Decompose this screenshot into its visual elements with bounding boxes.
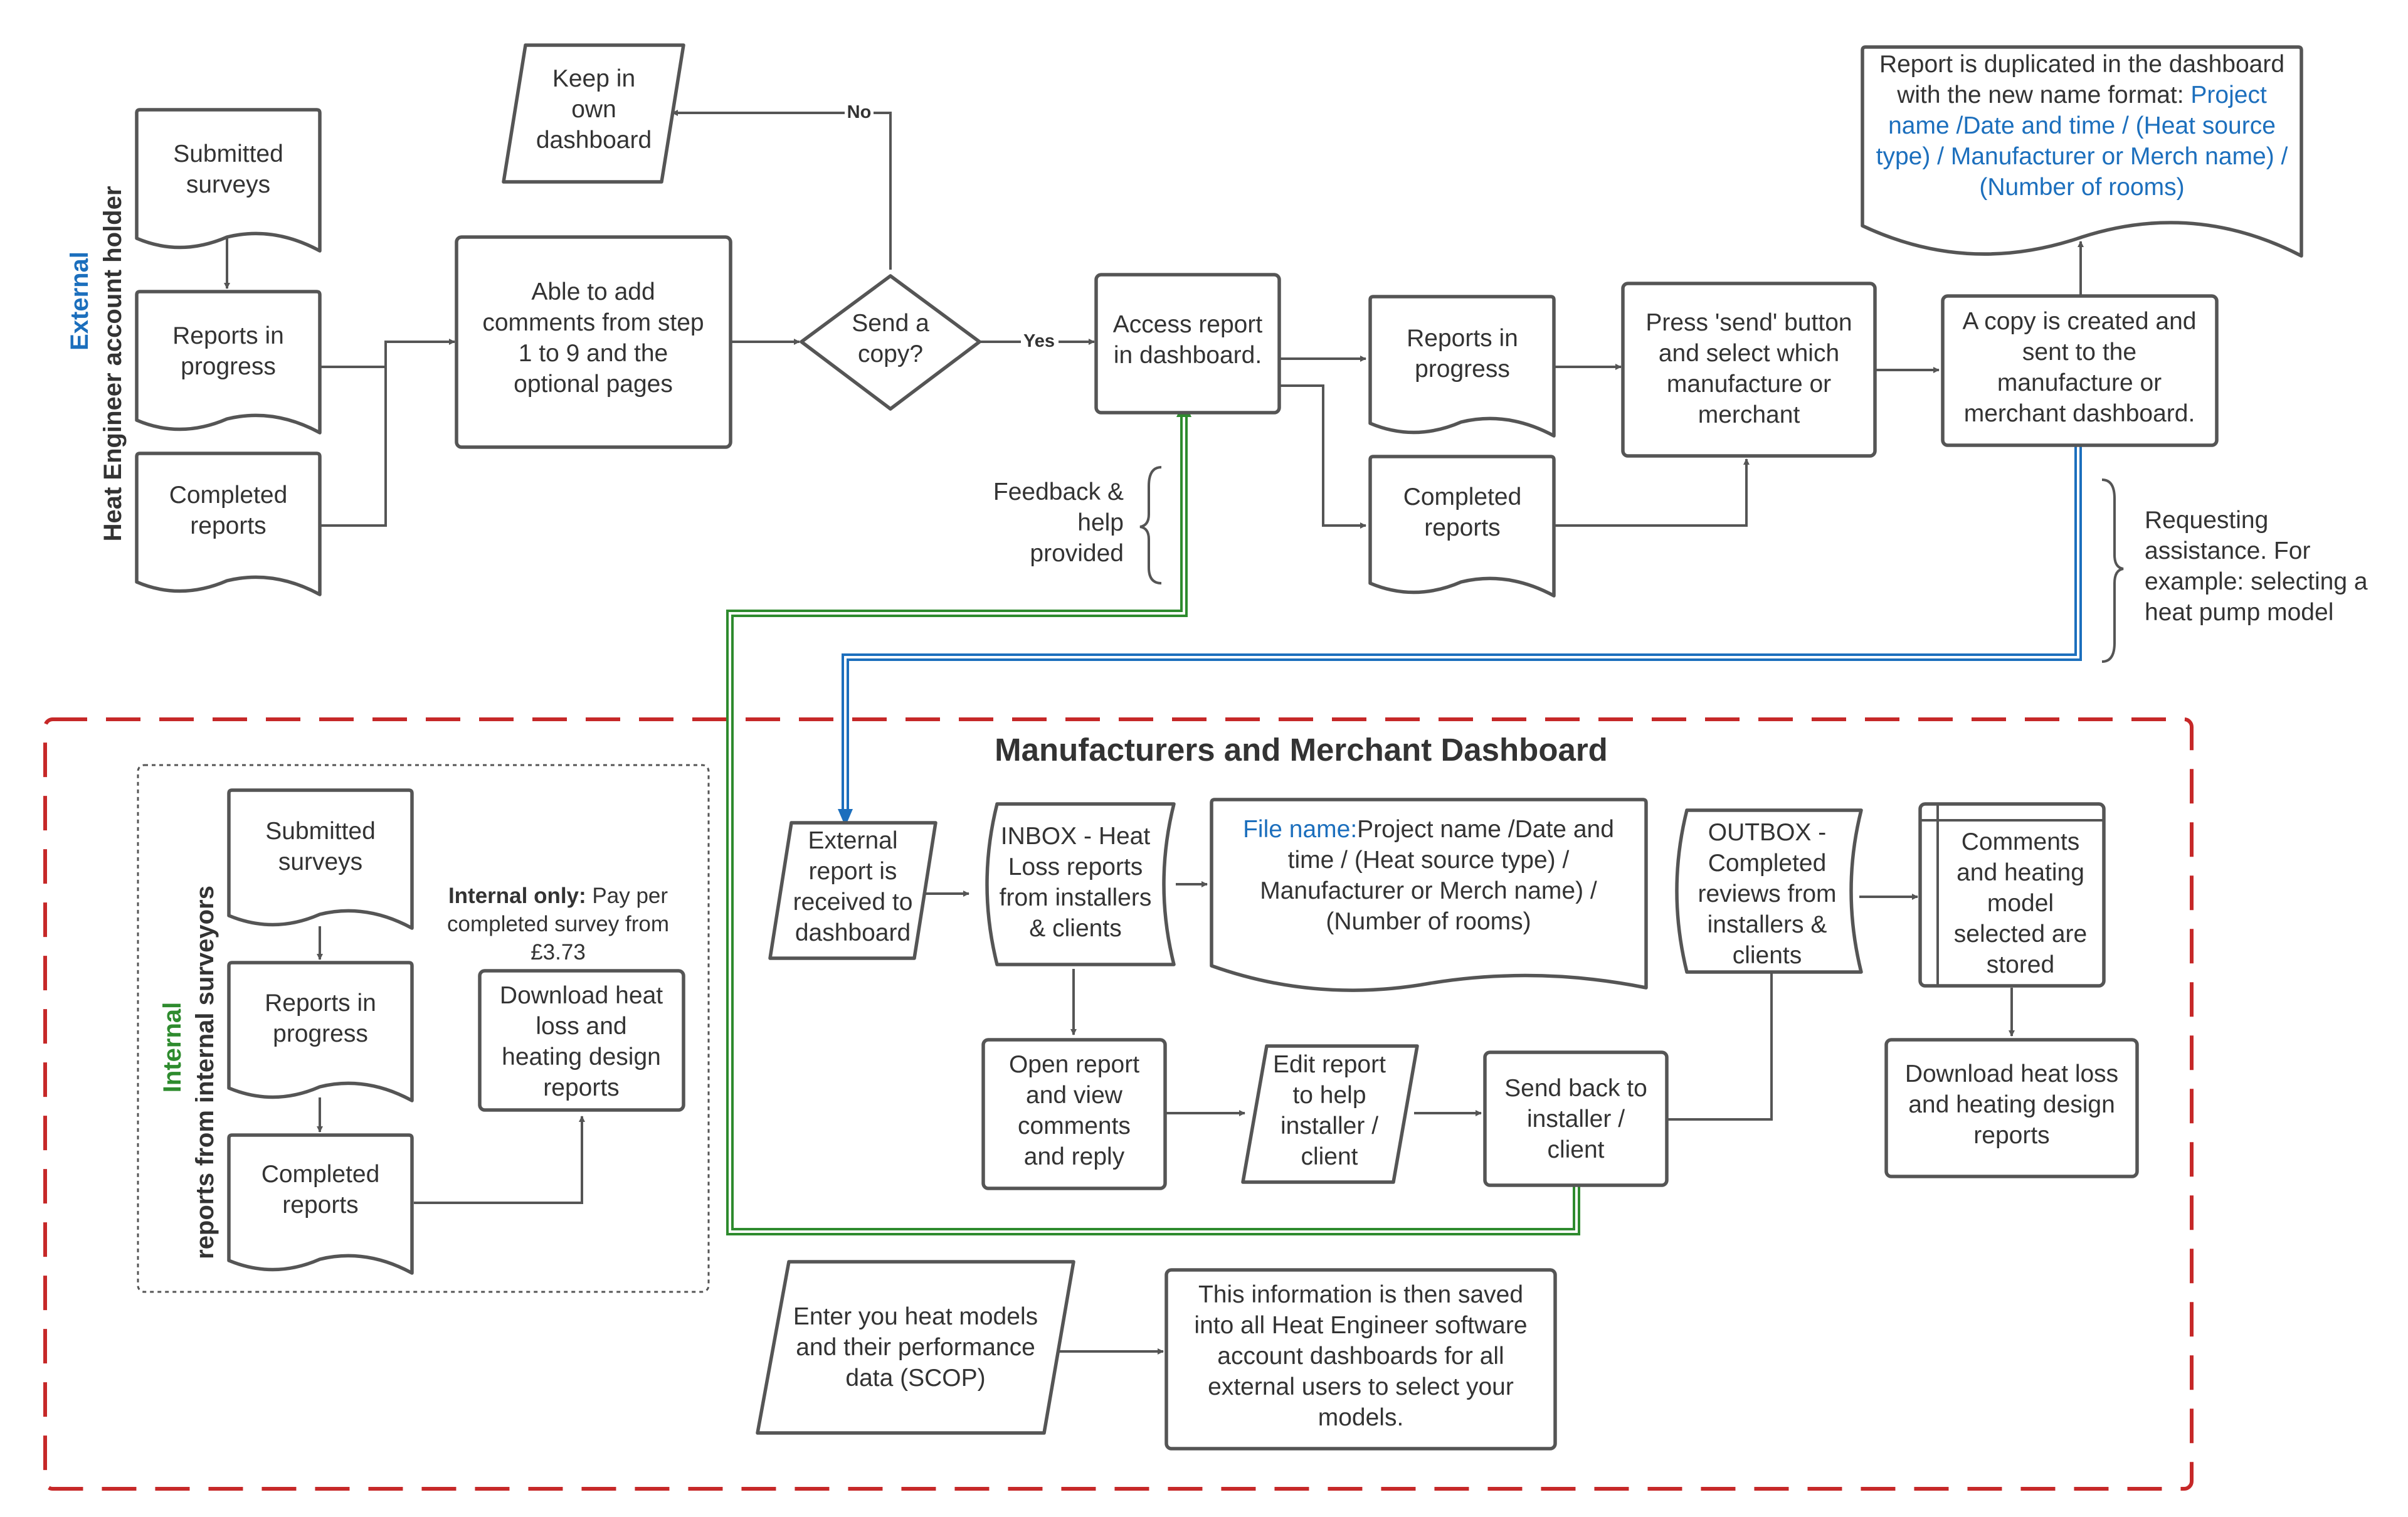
internal-surveyors-boundary [137,764,710,1293]
edge-label-yes: Yes [1023,331,1055,351]
svg-text:completed survey from£3.73: completed survey from£3.73 [447,912,669,965]
external-lane-title: Heat Engineer account holder [99,186,127,542]
external-lane-label: External [66,251,93,351]
svg-text:name /Date and time / (Heat so: name /Date and time / (Heat sourcetype) … [1876,112,2288,201]
file-name-doc: File name:Project name /Date and time / … [1210,798,1648,992]
connectors [224,110,2084,1355]
blue-copy-connector [847,447,2082,809]
svg-text:Internal only: Pay per: Internal only: Pay per [448,884,668,908]
svg-text:File name:Project name /Date a: File name:Project name /Date and [1243,816,1614,843]
manufacturer-dashboard-boundary [43,717,2194,1491]
internal-only-note: Internal only: Pay per completed survey … [447,884,669,965]
svg-text:with the new name format: Proj: with the new name format: Project [1896,82,2267,108]
internal-lane-label: Internal [159,1002,186,1092]
svg-text:Report is duplicated in the da: Report is duplicated in the dashboard [1879,51,2284,78]
internal-lane-title: reports from internal surveyors [191,885,219,1259]
report-duplicated-doc: Report is duplicated in the dashboard wi… [1861,45,2303,258]
svg-text:time / (Heat source type) /Man: time / (Heat source type) /Manufacturer … [1260,847,1597,935]
edge-label-no: No [847,102,872,122]
green-feedback-connector [731,417,1575,1230]
section-title: Manufacturers and Merchant Dashboard [995,732,1608,768]
